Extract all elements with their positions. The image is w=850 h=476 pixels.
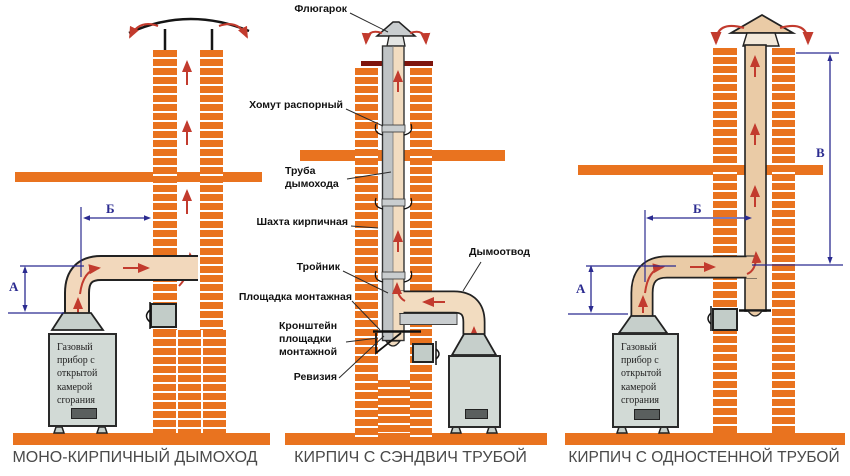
gas-boiler: Газовый прибор с открытой камерой сгоран… (48, 333, 117, 427)
ground-line (13, 433, 270, 445)
callout-shakhta: Шахта кирпичная (256, 216, 348, 228)
brick-masonry (153, 330, 227, 433)
flow-arrows (638, 55, 762, 313)
boiler-hood (617, 315, 669, 334)
dimension-label-b: Б (693, 201, 702, 216)
platform-bracket-icon (373, 330, 421, 355)
spacer-clamp-icon (374, 197, 413, 210)
callout-troinik: Тройник (296, 261, 340, 273)
callout-ploshchadka: Площадка монтажная (238, 291, 352, 303)
cleanout-handle-icon (707, 306, 712, 331)
callout-truba: Труба дымохода (285, 165, 339, 191)
dimension-lines (8, 207, 148, 314)
gas-boiler (448, 355, 501, 428)
cleanout-door (412, 343, 434, 363)
diagram-title-right: КИРПИЧ С ОДНОСТЕННОЙ ТРУБОЙ (568, 449, 840, 466)
smoke-duct-elbow (399, 290, 486, 341)
dimension-lines (568, 52, 843, 315)
boiler-label: Газовый прибор с открытой камерой сгоран… (57, 342, 98, 406)
draft-arrows (129, 23, 248, 287)
flow-arrows (392, 70, 479, 343)
callout-reviziya: Ревизия (293, 371, 337, 383)
dimension-label-a: А (9, 279, 19, 294)
brick-wall (772, 48, 795, 433)
diagram-title-left: МОНО-КИРПИЧНЫЙ ДЫМОХОД (12, 449, 258, 466)
gas-boiler: Газовый прибор с открытой камерой сгоран… (612, 333, 679, 428)
cleanout-handle-icon (435, 341, 440, 365)
ceiling-slab (15, 172, 262, 182)
cleanout-door (712, 308, 738, 331)
spacer-clamp-icon (374, 123, 413, 136)
cone-cap-icon (727, 13, 797, 47)
draft-arrows (361, 30, 431, 45)
dimension-label-b: Б (106, 201, 115, 216)
dimension-label-a: А (576, 281, 586, 296)
flyugarok-cap-icon (375, 21, 417, 47)
dimension-arrowheads (22, 215, 151, 312)
dimension-arrowheads (588, 54, 833, 313)
callout-khomut: Хомут распорный (249, 99, 343, 111)
callout-dymootvod: Дымоотвод (469, 246, 531, 258)
brick-masonry (378, 380, 410, 433)
callout-flyugarok: Флюгарок (294, 3, 347, 15)
platform-and-dome (739, 309, 771, 317)
callout-kronshtein: Кронштейн площадки монтажной (279, 320, 338, 359)
ground-line (565, 433, 845, 445)
boiler-legs (615, 426, 671, 434)
smoke-duct-elbow (630, 255, 762, 317)
brick-wall (713, 48, 737, 433)
draft-arrows (710, 24, 814, 46)
cleanout-handle-icon (145, 302, 151, 329)
boiler-hood (450, 333, 498, 356)
boiler-vent-slot (634, 409, 660, 420)
brick-wall (355, 68, 378, 443)
callout-pointer-lines (338, 12, 482, 379)
tee-joint (393, 291, 404, 313)
boiler-hood (50, 312, 105, 331)
ceiling-slab (578, 165, 823, 175)
boiler-vent-slot (71, 408, 97, 419)
boiler-vent-slot (465, 409, 488, 419)
cleanout-door (150, 303, 177, 328)
spacer-clamp-icon (374, 270, 413, 283)
dimension-label-v: В (816, 145, 825, 160)
diagram-title-middle: КИРПИЧ С СЭНДВИЧ ТРУБОЙ (294, 449, 527, 466)
boiler-label: Газовый прибор с открытой камерой сгоран… (621, 342, 662, 406)
mounting-platform-plate (399, 313, 458, 325)
boiler-legs (52, 426, 109, 434)
